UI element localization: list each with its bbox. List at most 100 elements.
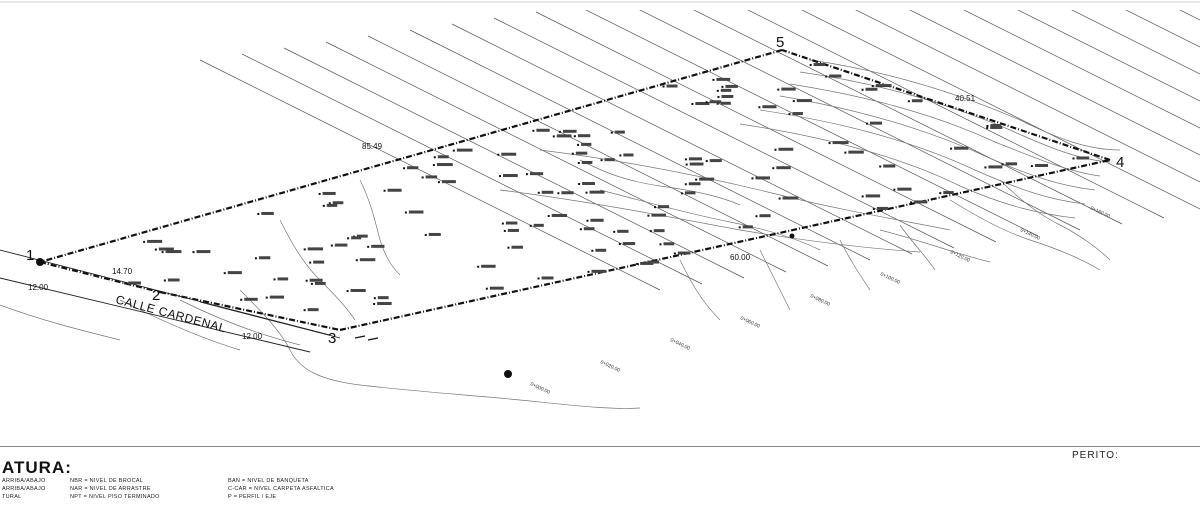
station-label: 0+020.00 xyxy=(599,359,621,373)
survey-point xyxy=(654,205,670,209)
survey-point xyxy=(310,281,326,285)
contour-line xyxy=(0,304,121,341)
perito-label: PERITO: xyxy=(1072,450,1119,461)
survey-point xyxy=(355,258,376,262)
survey-point xyxy=(662,84,678,88)
legend-item: ARRIBA/ABAJO xyxy=(2,486,46,492)
boundary-segment-5-1 xyxy=(39,48,783,264)
survey-point xyxy=(328,201,344,205)
survey-point xyxy=(557,191,574,195)
legend-item: P = PERFIL / EJE xyxy=(228,494,277,500)
survey-points-group xyxy=(124,63,1090,312)
tick-mark xyxy=(354,335,366,339)
survey-point xyxy=(403,166,419,170)
survey-point xyxy=(558,129,577,133)
survey-point xyxy=(705,159,722,163)
survey-point xyxy=(619,153,634,157)
survey-point xyxy=(893,187,912,191)
survey-point xyxy=(305,278,323,282)
survey-point xyxy=(907,99,923,103)
survey-point xyxy=(636,261,654,265)
contour-line xyxy=(809,59,1121,151)
legend-item: ARRIBA/ABAJO xyxy=(2,478,46,484)
survey-point xyxy=(273,277,289,281)
property-boundary xyxy=(39,48,1111,332)
survey-point xyxy=(792,99,812,103)
survey-point xyxy=(872,206,889,210)
survey-point xyxy=(497,152,517,156)
boundary-segment-1-2 xyxy=(39,260,161,294)
contour-line xyxy=(949,199,1101,271)
survey-point xyxy=(309,260,325,264)
survey-point xyxy=(503,228,519,232)
survey-point xyxy=(758,105,777,109)
survey-point xyxy=(265,295,285,299)
survey-point xyxy=(586,218,604,222)
legend-item: NAR = NIVEL DE ARRASTRE xyxy=(70,486,151,492)
survey-point xyxy=(865,121,883,125)
survey-point xyxy=(778,196,799,200)
survey-point xyxy=(421,175,438,179)
section-line xyxy=(909,10,1200,156)
section-line xyxy=(1017,10,1200,102)
contour-line xyxy=(759,249,791,311)
survey-point xyxy=(124,281,141,285)
survey-point xyxy=(825,74,842,78)
street-edge-lines xyxy=(0,249,341,353)
survey-point xyxy=(691,102,710,106)
survey-point xyxy=(499,174,518,178)
survey-point xyxy=(738,225,753,229)
section-line xyxy=(585,10,1039,237)
boundary-segment-2-3 xyxy=(159,290,341,332)
contour-line xyxy=(279,219,356,321)
survey-point xyxy=(774,147,794,151)
station-label: 0+040.00 xyxy=(669,337,691,351)
vertex-label-1: 1 xyxy=(26,247,34,264)
survey-point xyxy=(1030,163,1049,167)
legend-item: TURAL xyxy=(2,494,22,500)
section-line xyxy=(1082,0,1200,164)
section-line xyxy=(451,23,913,255)
section-line xyxy=(325,41,787,273)
legend-item: C-CAR = NIVEL CARPETA ASFALTICA xyxy=(228,486,334,492)
survey-point xyxy=(684,157,702,161)
survey-point xyxy=(507,245,524,249)
survey-point xyxy=(437,180,456,184)
dimension-60-00: 60.00 xyxy=(730,253,751,262)
station-label: 0+140.00 xyxy=(1019,227,1041,241)
contour-line xyxy=(679,259,721,321)
station-label: 0+060.00 xyxy=(739,315,761,329)
survey-point xyxy=(712,77,731,81)
survey-point xyxy=(192,250,211,254)
survey-point xyxy=(984,165,1003,169)
survey-point xyxy=(871,84,892,88)
survey-point xyxy=(879,164,896,168)
survey-point xyxy=(721,84,738,88)
survey-point xyxy=(610,130,625,134)
survey-point xyxy=(373,296,389,300)
boundary-segment-3-4 xyxy=(339,158,1111,332)
section-line xyxy=(1125,10,1200,48)
survey-point xyxy=(587,269,607,273)
contour-line xyxy=(119,299,241,351)
survey-point xyxy=(404,210,424,214)
survey-point xyxy=(828,141,849,145)
survey-point xyxy=(571,151,588,155)
survey-point xyxy=(573,134,591,138)
station-labels-group: 0+000.000+020.000+040.000+060.000+080.00… xyxy=(529,205,1111,395)
section-line xyxy=(639,10,1081,231)
survey-point xyxy=(717,94,734,98)
section-line xyxy=(693,10,1123,225)
survey-point xyxy=(600,158,615,162)
survey-point xyxy=(910,200,928,204)
survey-point xyxy=(649,229,665,233)
section-line xyxy=(855,10,1200,183)
section-line xyxy=(801,10,1200,210)
survey-point xyxy=(577,160,593,164)
section-line xyxy=(747,10,1165,219)
survey-point xyxy=(433,155,449,159)
contour-line xyxy=(579,159,741,206)
benchmark-dot xyxy=(504,370,512,378)
survey-point xyxy=(322,203,338,207)
